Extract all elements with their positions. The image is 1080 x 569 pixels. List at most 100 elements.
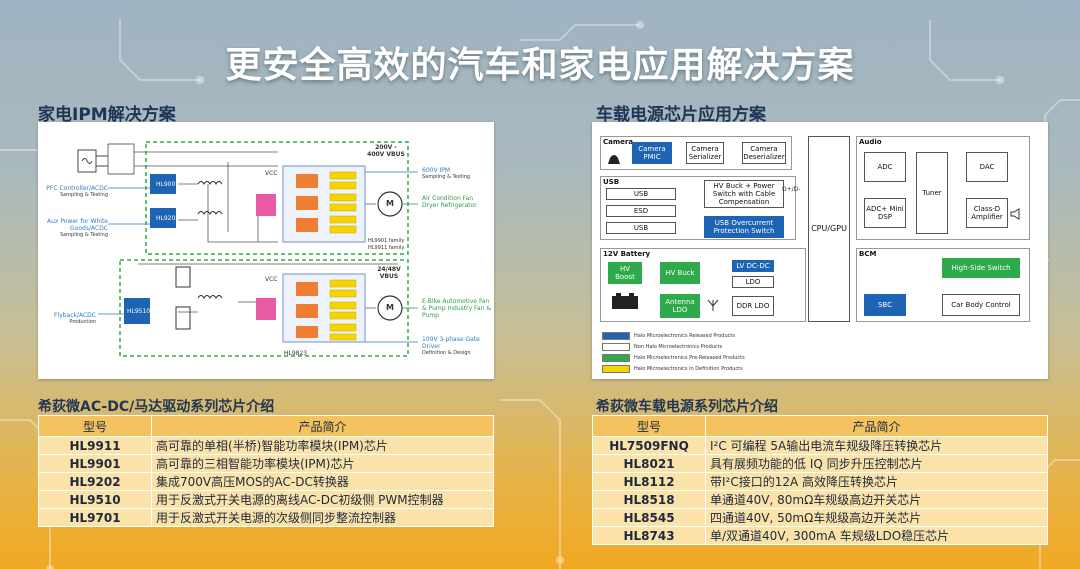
legend-item: Halo Microelectronics In Definition Prod… [602, 365, 743, 373]
legend-swatch [602, 332, 630, 340]
battery-group [600, 248, 806, 322]
model-cell: HL9701 [38, 508, 152, 527]
page-title: 更安全高效的汽车和家电应用解决方案 [225, 45, 855, 86]
sbc: SBC [864, 294, 906, 316]
usb-2: USB [606, 222, 676, 234]
col-model: 型号 [38, 415, 152, 437]
vcc-label-1: VCC [265, 170, 278, 177]
auto-diagram-panel: Camera Camera PMIC Camera Serializer Cam… [592, 122, 1048, 379]
battery-group-title: 12V Battery [603, 250, 651, 258]
camera-icon [608, 155, 620, 164]
pfc-sub: Sampling & Testing [59, 192, 108, 198]
model-cell: HL8545 [592, 508, 706, 527]
description-cell: 高可靠的三相智能功率模块(IPM)芯片 [151, 454, 494, 473]
col-description: 产品简介 [705, 415, 1048, 437]
hv-boost: HV Boost [608, 262, 642, 284]
usb-overcurrent-switch: USB Overcurrent Protection Switch [704, 216, 784, 238]
model-cell: HL8112 [592, 472, 706, 491]
chip-hl9202: HL9202 [156, 215, 180, 222]
adc-mini-dsp: ADC+ Mini DSP [864, 198, 906, 228]
flyback-label: Flyback/ACDC [54, 312, 96, 319]
bcm-group-title: BCM [859, 250, 877, 258]
car-body-control: Car Body Control [942, 294, 1020, 316]
right-table-title: 希荻微车载电源系列芯片介绍 [596, 399, 778, 415]
usb-group-title: USB [603, 178, 620, 186]
camera-group-title: Camera [603, 138, 634, 146]
ipm-label: 600V IPM [422, 167, 451, 174]
model-cell: HL8021 [592, 454, 706, 473]
aux-label: Aux Power for White Goods/ACDC [46, 218, 108, 232]
camera-serializer: Camera Serializer [686, 142, 724, 164]
gate-driver-label: 100V 3-phase Gate Driver [422, 336, 480, 350]
legend-item: Non Halo Microelectronics Products [602, 343, 722, 351]
model-cell: HL9510 [38, 490, 152, 509]
model-cell: HL7509FNQ [592, 436, 706, 455]
hv-buck: HV Buck [660, 262, 700, 284]
app1-label: Air Condition Fan Dryer Refrigerator [422, 195, 477, 209]
motor-2: M [386, 303, 394, 312]
camera-deserializer: Camera Deserializer [742, 142, 786, 164]
pfc-label: PFC Controller/ACDC [46, 185, 108, 192]
col-description: 产品简介 [151, 415, 494, 437]
dac: DAC [966, 152, 1008, 182]
cpu-gpu: CPU/GPU [808, 136, 850, 322]
d-plus-minus-label: D+/D- [782, 186, 801, 193]
gate-driver-sub: Definition & Design [422, 350, 471, 356]
esd: ESD [606, 205, 676, 217]
audio-group-title: Audio [859, 138, 882, 146]
chip-hl9001: HL9001 [156, 181, 180, 188]
legend-swatch [602, 365, 630, 373]
left-section-title: 家电IPM解决方案 [38, 105, 176, 125]
ipm-sub: Sampling & Testing [422, 174, 471, 180]
legend-swatch [602, 343, 630, 351]
ipm-diagram-panel: HL9001 HL9202 HL9510 PFC Controller/ACDC… [38, 122, 494, 379]
tuner: Tuner [916, 152, 948, 234]
model-cell: HL8743 [592, 526, 706, 545]
aux-sub: Sampling & Testing [59, 232, 108, 238]
description-cell: 单/双通道40V, 300mA 车规级LDO稳压芯片 [705, 526, 1048, 545]
model-cell: HL9202 [38, 472, 152, 491]
model-cell: HL9901 [38, 454, 152, 473]
flyback-sub: Production [69, 319, 96, 325]
legend-swatch [602, 354, 630, 362]
legend-item: Halo Microelectronics Released Products [602, 332, 735, 340]
description-cell: 用于反激式开关电源的离线AC-DC初级侧 PWM控制器 [151, 490, 494, 509]
description-cell: 四通道40V, 50mΩ车规级高边开关芯片 [705, 508, 1048, 527]
ddr-ldo: DDR LDO [732, 296, 774, 316]
antenna-icon [707, 299, 719, 311]
ldo: LDO [732, 276, 774, 288]
chip-hl9510: HL9510 [127, 308, 151, 315]
description-cell: I²C 可编程 5A输出电流车规级降压转换芯片 [705, 436, 1048, 455]
model-cell: HL8518 [592, 490, 706, 509]
class-d-amplifier: Class-D Amplifier [966, 198, 1008, 228]
high-side-switch: High-Side Switch [942, 258, 1020, 278]
adc: ADC [864, 152, 906, 182]
vcc-label-2: VCC [265, 276, 278, 283]
hv-buck-power-switch: HV Buck + Power Switch with Cable Compen… [704, 180, 784, 208]
lv-dc-dc: LV DC-DC [732, 260, 774, 272]
description-cell: 单通道40V, 80mΩ车规级高边开关芯片 [705, 490, 1048, 509]
col-model: 型号 [592, 415, 706, 437]
motor-1: M [386, 199, 394, 208]
antenna-ldo: Antenna LDO [660, 294, 700, 318]
description-cell: 具有展频功能的低 IQ 同步升压控制芯片 [705, 454, 1048, 473]
model-cell: HL9911 [38, 436, 152, 455]
hl9823-label: HL9823 [284, 350, 308, 357]
description-cell: 集成700V高压MOS的AC-DC转换器 [151, 472, 494, 491]
legend-item: Halo Microelectronics Pre-Released Produ… [602, 354, 745, 362]
camera-pmic: Camera PMIC [632, 142, 672, 164]
vbus-low: 24/48V VBUS [377, 266, 401, 280]
usb-1: USB [606, 188, 676, 200]
description-cell: 带I²C接口的12A 高效降压转换芯片 [705, 472, 1048, 491]
